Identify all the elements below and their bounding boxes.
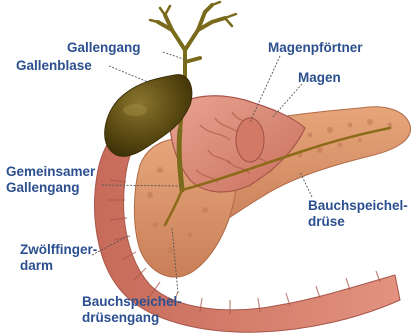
label-magenpfoertner: Magenpförtner	[268, 40, 363, 56]
bile-duct-tips	[150, 2, 236, 26]
gallbladder-highlight	[123, 104, 147, 116]
label-zwoelffingerdarm-line2: darm	[20, 258, 53, 274]
pylorus-shape	[236, 118, 264, 162]
label-bauchspeicheldruesengang-line1: Bauchspeichel-	[82, 294, 182, 310]
label-bauchspeicheldruese-line1: Bauchspeichel-	[308, 198, 408, 214]
label-bauchspeicheldruesengang-line2: drüsengang	[82, 310, 159, 326]
label-gallenblase: Gallenblase	[16, 58, 92, 74]
label-zwoelffingerdarm-line1: Zwölffinger-	[20, 242, 97, 258]
common-bile-duct	[179, 130, 182, 190]
leader-gallenblase	[109, 66, 148, 82]
leader-gallengang	[163, 52, 186, 60]
label-magen: Magen	[298, 70, 341, 86]
label-gemeinsamer-gallengang-line2: Gallengang	[6, 180, 80, 196]
label-gallengang: Gallengang	[67, 40, 141, 56]
label-bauchspeicheldruese-line2: drüse	[308, 214, 345, 230]
leader-magen	[272, 84, 302, 118]
label-gemeinsamer-gallengang-line1: Gemeinsamer	[6, 164, 95, 180]
